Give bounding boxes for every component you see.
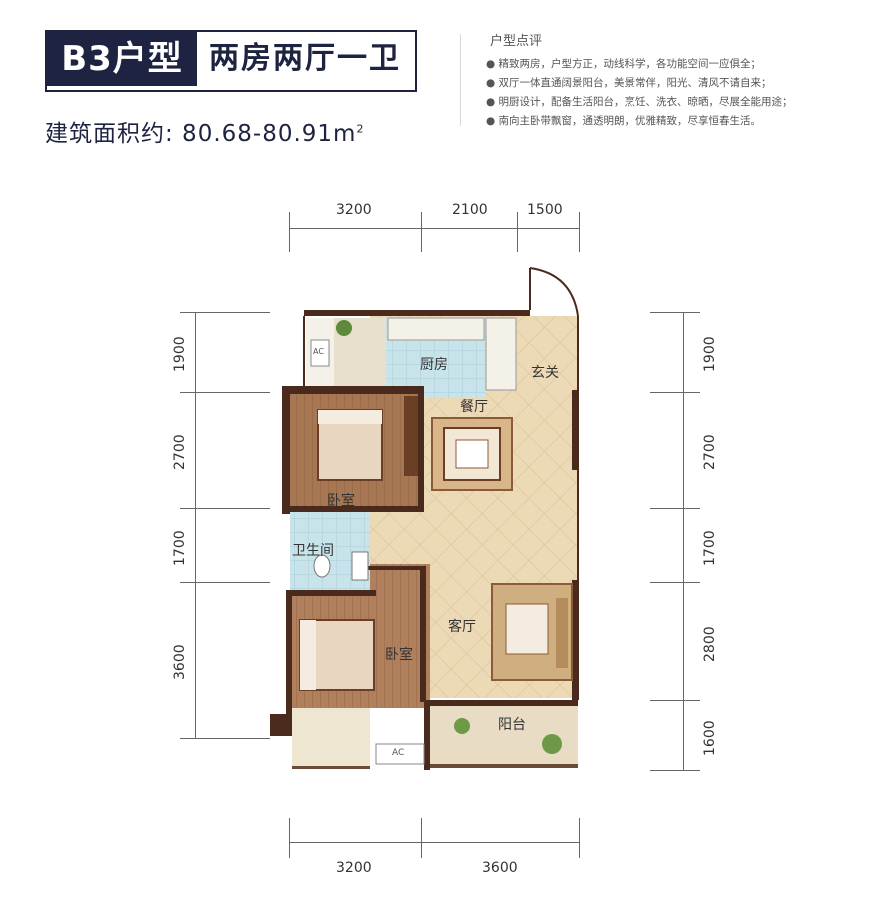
- dining-label: 餐厅: [460, 399, 488, 415]
- kitchen-label: 厨房: [420, 357, 448, 373]
- dimension-tick: [180, 312, 270, 313]
- building-area-text: 建筑面积约: 80.68-80.91m: [45, 121, 357, 147]
- wardrobe: [404, 396, 418, 476]
- ac-unit: [310, 339, 330, 367]
- dimension-tick: [289, 818, 290, 858]
- dimension-tick: [289, 212, 290, 252]
- comment-item: ● 明厨设计，配备生活阳台，烹饪、洗衣、晾晒，尽展全能用途；: [486, 96, 793, 108]
- layout-title: 两房两厅一卫: [209, 41, 401, 76]
- ac-unit: [375, 743, 425, 765]
- dimension-tick: [180, 582, 270, 583]
- kitchen-counter: [387, 317, 485, 341]
- plant: [542, 734, 562, 754]
- sink: [351, 551, 369, 581]
- dimension-tick: [180, 738, 270, 739]
- ac-label: AC: [313, 347, 324, 356]
- bottom-dimension-2: 3600: [482, 860, 518, 876]
- ac-label: AC: [392, 748, 405, 758]
- dimension-tick: [650, 392, 700, 393]
- bathroom-label: 卫生间: [292, 543, 334, 559]
- dimension-tick: [180, 508, 270, 509]
- comment-item: ● 精致两房，户型方正，动线科学，各功能空间一应俱全；: [486, 58, 761, 70]
- dimension-tick: [650, 770, 700, 771]
- comment-item: ● 双厅一体直通阔景阳台，美景常伴，阳光、清风不请自来；: [486, 77, 772, 89]
- comments-title: 户型点评: [490, 34, 543, 49]
- unit-type-title: B3户型: [47, 32, 197, 86]
- balcony-label: 阳台: [498, 717, 526, 733]
- bottom-dimension-line: [289, 842, 580, 843]
- dimension-tick: [650, 582, 700, 583]
- bedroom2-label: 卧室: [385, 647, 413, 663]
- top-dimension-3: 1500: [527, 202, 563, 218]
- dimension-tick: [421, 818, 422, 858]
- dimension-tick: [180, 392, 270, 393]
- dimension-tick: [650, 508, 700, 509]
- dimension-tick: [579, 818, 580, 858]
- entrance-label: 玄关: [531, 365, 559, 381]
- living-room-label: 客厅: [448, 619, 476, 635]
- left-dimension-line: [195, 312, 196, 738]
- bedroom1-label: 卧室: [327, 493, 355, 509]
- top-dimension-line: [289, 228, 580, 229]
- top-dimension-2: 2100: [452, 202, 488, 218]
- bay-window: [292, 708, 370, 768]
- dimension-tick: [517, 212, 518, 252]
- toilet: [313, 554, 331, 578]
- dimension-tick: [421, 212, 422, 252]
- header-divider: [460, 34, 461, 126]
- right-dimension-line: [683, 312, 684, 770]
- dimension-tick: [650, 312, 700, 313]
- comment-item: ● 南向主卧带飘窗，通透明朗，优雅精致，尽享恒春生活。: [486, 115, 761, 127]
- dimension-tick: [650, 700, 700, 701]
- dimension-tick: [579, 212, 580, 252]
- building-area: 建筑面积约: 80.68-80.91m2: [45, 114, 364, 148]
- area-unit-superscript: 2: [356, 122, 365, 136]
- top-dimension-1: 3200: [336, 202, 372, 218]
- plant: [336, 320, 352, 336]
- bottom-dimension-1: 3200: [336, 860, 372, 876]
- plant: [454, 718, 470, 734]
